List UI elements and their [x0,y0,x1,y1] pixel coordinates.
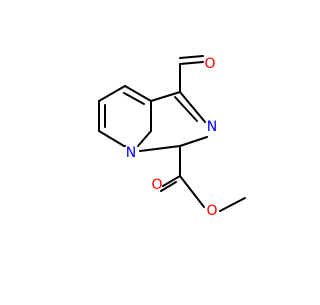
atom-label-ether-oxygen: O [206,203,217,219]
bond-c3-n4 [139,145,181,152]
bond-c8-c7 [98,85,126,102]
bond-coo-oether [179,175,205,208]
bond-oether-ch3 [219,197,246,212]
bond-c8a-c8 [124,85,152,102]
structure-canvas: O N N O O [98,55,246,219]
bond-cho-o-a [179,61,204,65]
bond-coo-o-b [160,181,177,192]
bond-cho-o-b [179,55,204,59]
bond-n4-c8a [137,130,152,147]
bond-c8a-c8-inner [123,92,145,105]
bond-c1-n2-inner [174,96,198,122]
bond-c6-c5 [98,130,125,147]
atom-label-aldehyde-oxygen: O [204,56,215,72]
bond-n2-c3 [179,136,208,147]
bonds [98,55,246,212]
bond-c8a-c1 [150,91,181,102]
bond-c1-n2 [179,91,206,123]
molecule-structure: O N N O O [98,55,246,219]
atom-label-bridgehead-nitrogen: N [126,145,136,161]
atom-labels: O N N O O [126,56,218,219]
atom-label-carbonyl-oxygen: O [151,177,162,193]
bond-coo-o-a [162,175,181,187]
atom-label-imidazole-nitrogen: N [207,119,217,135]
